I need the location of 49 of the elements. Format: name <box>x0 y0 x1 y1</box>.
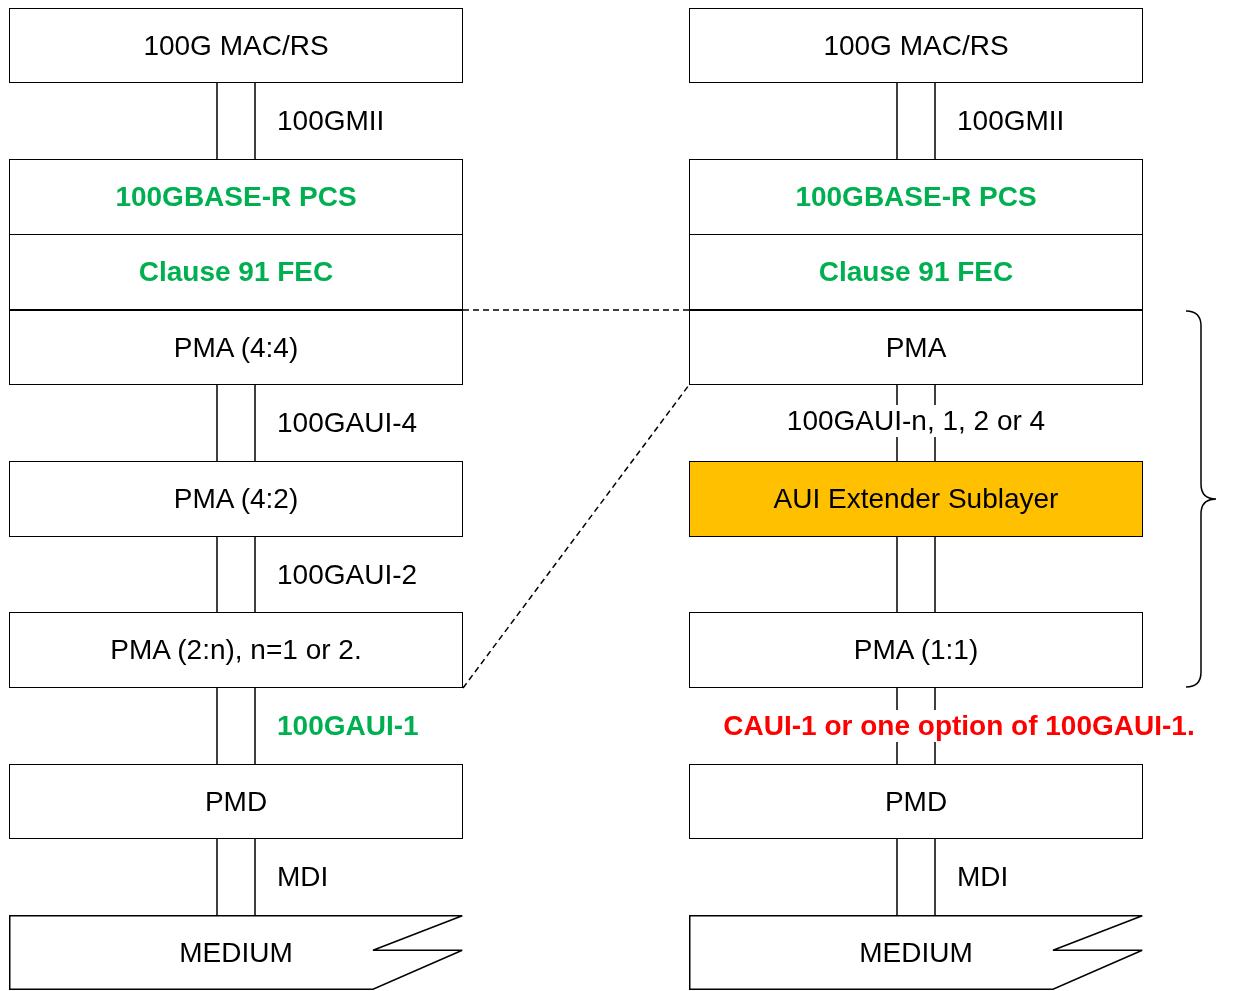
layer-label: PMD <box>884 785 948 818</box>
edge-label: 100GAUI-2 <box>276 558 419 591</box>
interface-connector <box>216 687 256 765</box>
layer-label: 100G MAC/RS <box>823 29 1009 62</box>
edge-label: MDI <box>956 861 1010 893</box>
layer-box <box>689 461 1143 537</box>
connector-line <box>462 384 690 689</box>
layer-box <box>689 8 1143 83</box>
interface-connector <box>216 82 256 160</box>
layer-box <box>689 310 1143 385</box>
connector-line <box>462 309 690 311</box>
layer-label: PMD <box>204 785 268 818</box>
layer-box <box>9 234 463 310</box>
medium-shape <box>689 915 1143 990</box>
layer-box <box>689 159 1143 235</box>
layer-box <box>689 764 1143 839</box>
interface-connector <box>216 384 256 462</box>
layer-box <box>9 310 463 385</box>
layer-label: PMA (4:4) <box>173 331 299 364</box>
layer-label: PMA (1:1) <box>853 634 979 666</box>
layer-label: 100GBASE-R PCS <box>795 181 1037 213</box>
interface-connector <box>216 536 256 613</box>
layer-box <box>9 8 463 83</box>
layer-box <box>689 612 1143 688</box>
layer-label: AUI Extender Sublayer <box>773 483 1059 515</box>
layer-label: MEDIUM <box>859 936 973 969</box>
layer-label: 100GBASE-R PCS <box>115 181 357 213</box>
interface-connector <box>896 536 936 613</box>
interface-connector <box>896 838 936 916</box>
layer-box <box>9 612 463 688</box>
layer-box <box>9 461 463 537</box>
layer-label: 100G MAC/RS <box>143 29 329 62</box>
layer-box <box>9 764 463 839</box>
layer-label: PMA (4:2) <box>173 483 299 515</box>
medium-shape <box>9 915 463 990</box>
interface-connector <box>216 838 256 916</box>
layer-box <box>689 234 1143 310</box>
edge-label: 100GAUI-4 <box>276 407 419 439</box>
interface-connector <box>896 82 936 160</box>
edge-label: 100GMII <box>276 105 386 137</box>
layer-label: Clause 91 FEC <box>138 256 334 288</box>
edge-label: 100GMII <box>956 105 1066 137</box>
layer-label: Clause 91 FEC <box>818 256 1014 288</box>
layer-label: PMA <box>885 331 947 364</box>
edge-label: 100GAUI-1 <box>276 710 420 742</box>
layer-label: MEDIUM <box>179 936 293 969</box>
edge-label: MDI <box>276 861 330 893</box>
layer-label: PMA (2:n), n=1 or 2. <box>110 634 362 666</box>
layer-box <box>9 159 463 235</box>
